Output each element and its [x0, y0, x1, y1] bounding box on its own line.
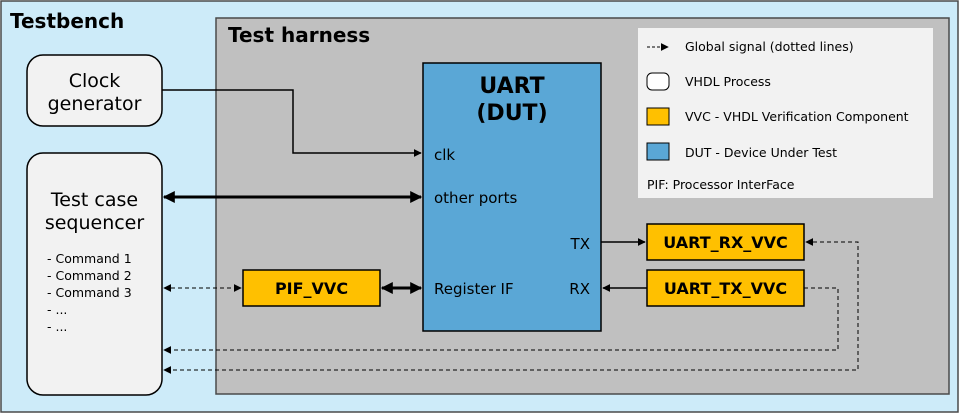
- legend-vhdl-process: VHDL Process: [685, 74, 771, 89]
- sequencer-command: - Command 3: [47, 285, 132, 300]
- uart-tx-global-signal: [163, 287, 839, 354]
- sequencer-line2: sequencer: [45, 212, 145, 234]
- pif-vvc-label: PIF_VVC: [275, 279, 348, 298]
- legend-pif: PIF: Processor InterFace: [647, 177, 795, 192]
- legend-global-signal: Global signal (dotted lines): [685, 39, 854, 54]
- legend-vvc: VVC - VHDL Verification Component: [685, 109, 909, 124]
- uart-rx-global-signal: [163, 238, 859, 374]
- clk-connection: [162, 89, 422, 157]
- clock-generator-line1: Clock: [69, 70, 121, 92]
- dut-title-line2: (DUT): [476, 101, 547, 126]
- sequencer-command: - ...: [47, 302, 67, 317]
- sequencer-line1: Test case: [50, 189, 138, 211]
- legend-vvc-swatch: [646, 107, 670, 126]
- sequencer-command: - Command 2: [47, 268, 132, 283]
- sequencer-box: [26, 152, 163, 396]
- uart-rx-vvc-label: UART_RX_VVC: [663, 233, 788, 252]
- clock-generator-line2: generator: [48, 93, 142, 115]
- sequencer-command: - ...: [47, 319, 67, 334]
- dut-port-clk: clk: [434, 146, 455, 164]
- legend-process-swatch: [646, 72, 670, 91]
- dut-port-tx: TX: [570, 235, 590, 253]
- dut-port-other: other ports: [434, 189, 517, 207]
- uart-tx-vvc-label: UART_TX_VVC: [664, 279, 787, 298]
- harness-title: Test harness: [228, 23, 370, 47]
- legend-dut-swatch: [646, 142, 670, 161]
- legend-box: [638, 28, 933, 198]
- dut-port-rx: RX: [569, 280, 590, 298]
- dut-title-line1: UART: [479, 74, 544, 99]
- dut-port-register-if: Register IF: [434, 280, 514, 298]
- legend-dut: DUT - Device Under Test: [685, 145, 837, 160]
- testbench-title: Testbench: [10, 9, 124, 33]
- sequencer-command: - Command 1: [47, 251, 132, 266]
